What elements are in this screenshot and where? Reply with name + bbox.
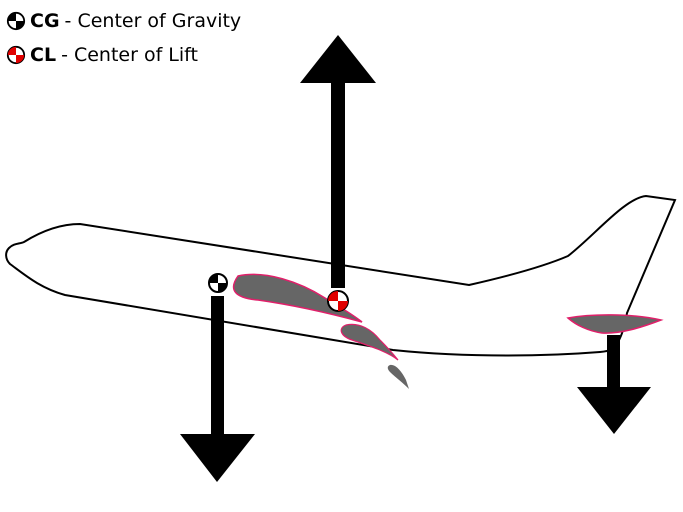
tail-downforce-arrow-shaft — [607, 335, 620, 389]
cl-marker-icon — [327, 290, 349, 312]
legend-text: - Center of Gravity — [64, 10, 242, 32]
cg-marker-icon — [6, 11, 26, 31]
legend-abbr: CL — [30, 44, 57, 66]
gravity-arrow-head — [180, 434, 255, 482]
wing-airfoil — [232, 273, 363, 323]
cl-marker-icon — [6, 45, 26, 65]
cg-marker-icon — [208, 273, 228, 293]
lift-arrow-head — [300, 35, 376, 83]
horizontal-stabilizer — [566, 314, 664, 334]
flap-airfoil — [340, 323, 399, 361]
legend-abbr: CG — [30, 10, 60, 32]
flap-tab-airfoil — [387, 364, 409, 389]
tail-downforce-arrow-head — [577, 387, 651, 434]
legend-item-cl: CL - Center of Lift — [6, 44, 198, 66]
gravity-arrow-shaft — [211, 296, 224, 436]
legend-item-cg: CG - Center of Gravity — [6, 10, 241, 32]
lift-arrow-shaft — [331, 80, 345, 288]
legend-text: - Center of Lift — [61, 44, 198, 66]
